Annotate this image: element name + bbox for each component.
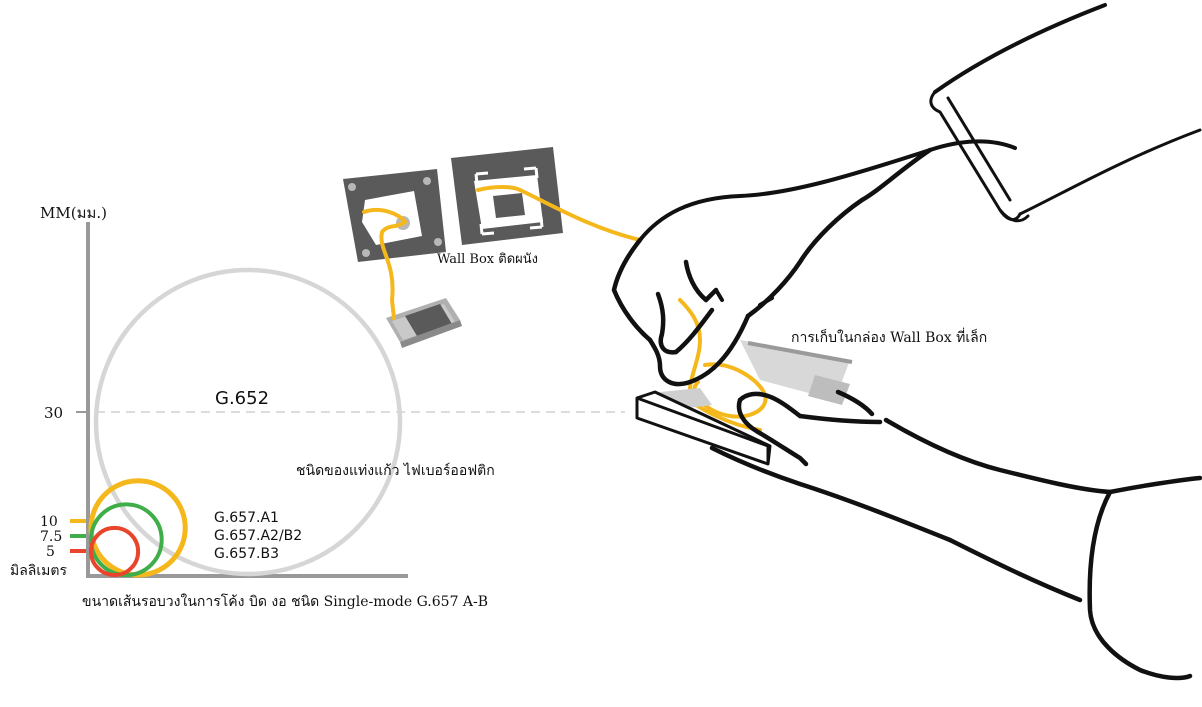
small-connector-cassette — [386, 298, 462, 348]
g652-circle — [93, 267, 403, 577]
fiber-circle-a2b2 — [89, 502, 164, 577]
wall-box-plates: Wall Box ติดผนัง — [343, 147, 563, 348]
fiber-label-a2b2: G.657.A2/B2 — [214, 528, 302, 544]
tick-label-10: 10 — [40, 514, 58, 530]
small-box-caption: การเก็บในกล่อง Wall Box ที่เล็ก — [791, 328, 987, 346]
small-wall-box — [635, 390, 772, 466]
tick-unit-label: มิลลิเมตร — [10, 563, 67, 579]
wall-box-plate-right — [451, 147, 563, 245]
g652-label: G.652 — [215, 388, 269, 409]
tick-label-5: 5 — [46, 544, 55, 560]
tick-label-30: 30 — [44, 404, 63, 422]
fiber-label-a1: G.657.A1 — [214, 510, 279, 526]
x-axis-caption: ขนาดเส้นรอบวงในการโค้ง บิด งอ ชนิด Singl… — [82, 593, 488, 610]
fiber-ticks — [70, 519, 86, 553]
hand-with-small-box: การเก็บในกล่อง Wall Box ที่เล็ก — [611, 3, 1202, 681]
tick-label-7-5: 7.5 — [40, 529, 62, 545]
hand-outline — [611, 3, 1202, 681]
fiber-circles — [88, 478, 188, 578]
g652-caption: ชนิดของแท่งแก้ว ไฟเบอร์ออฟติก — [296, 462, 495, 479]
y-unit-label: MM(มม.) — [40, 204, 107, 222]
bend-radius-chart: MM(มม.) 30 10 7.5 5 มิลลิเมตร G.652 ชนิด… — [10, 204, 625, 610]
fiber-label-b3: G.657.B3 — [214, 546, 279, 562]
fiber-circle-b3 — [89, 525, 141, 578]
wall-box-caption: Wall Box ติดผนัง — [437, 252, 538, 267]
